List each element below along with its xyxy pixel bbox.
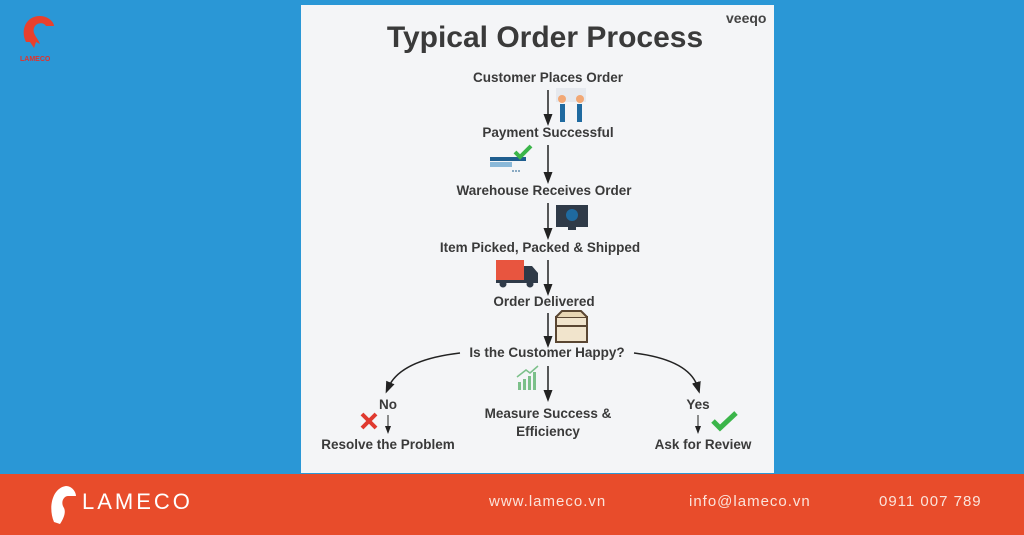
package-box-icon — [555, 310, 588, 343]
branch-no-label: No — [379, 397, 397, 412]
footer-brand: LAMECO — [82, 489, 193, 514]
green-check-icon — [711, 411, 738, 432]
arrow-right — [633, 352, 701, 394]
growth-chart-icon — [516, 365, 539, 390]
red-x-icon — [360, 412, 378, 430]
horse-logo-icon — [23, 16, 54, 48]
footer-bar — [0, 474, 1024, 535]
arrow-left — [385, 352, 461, 394]
horse-logo-icon — [51, 486, 76, 524]
payment-card-icon — [490, 144, 533, 172]
footer-email[interactable]: info@lameco.vn — [689, 493, 811, 510]
truck-icon — [496, 260, 538, 288]
page-title: Typical Order Process — [386, 21, 704, 54]
hands-icon — [556, 88, 586, 122]
order-process-card — [301, 5, 774, 473]
step-payment-successful: Payment Successful — [482, 125, 614, 140]
step-item-picked-packed-shipped: Item Picked, Packed & Shipped — [439, 240, 641, 255]
branch-no-result: Resolve the Problem — [321, 437, 455, 452]
footer-website[interactable]: www.lameco.vn — [489, 493, 607, 510]
monitor-icon — [556, 205, 588, 230]
top-logo — [18, 12, 58, 59]
step-order-delivered: Order Delivered — [493, 294, 595, 309]
step-customer-happy-question: Is the Customer Happy? — [469, 345, 625, 360]
branch-measure-success: Measure Success & Efficiency — [484, 406, 612, 439]
step-warehouse-receives-order: Warehouse Receives Order — [456, 183, 632, 198]
branch-yes-result: Ask for Review — [654, 437, 752, 452]
veeqo-logo: veeqo — [726, 10, 767, 26]
branch-yes-label: Yes — [686, 397, 710, 412]
footer-phone[interactable]: 0911 007 789 — [879, 493, 982, 510]
step-customer-places-order: Customer Places Order — [472, 70, 624, 85]
top-logo-text: LAMECO — [20, 56, 51, 63]
